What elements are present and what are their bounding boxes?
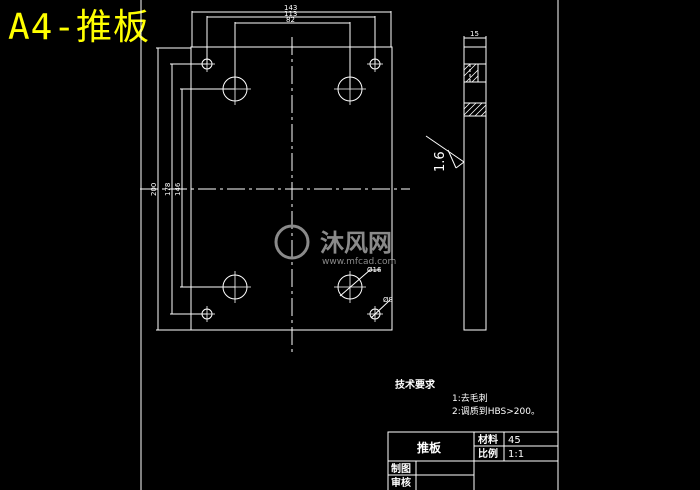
material-value: 45: [508, 435, 521, 446]
plate-front-view: [140, 11, 410, 352]
dim-left-middle: 178: [164, 183, 172, 196]
dim-left-outer: 200: [150, 183, 158, 196]
watermark-logo-icon: [274, 224, 310, 260]
roughness-symbol: [425, 135, 465, 163]
tech-requirement-item-2: 2:调质到HBS>200。: [452, 405, 540, 417]
part-name: 推板: [417, 440, 442, 455]
dim-top-middle: 113: [284, 10, 297, 18]
drawn-label: 制图: [391, 462, 411, 475]
dim-top-inner: 82: [286, 16, 295, 24]
drawing-title: A4-推板: [8, 7, 151, 48]
dim-side-thickness: 15: [470, 30, 479, 38]
tech-requirements-heading: 技术要求: [395, 378, 436, 391]
scale-value: 1:1: [508, 449, 524, 460]
checked-label: 审核: [391, 476, 411, 489]
material-label: 材料: [478, 433, 498, 446]
watermark: 沐风网 www.mfcad.com: [274, 224, 396, 267]
scale-label: 比例: [478, 447, 498, 460]
plate-side-view: [425, 36, 487, 331]
dim-hole-large: Ø16: [367, 266, 382, 274]
watermark-url: www.mfcad.com: [322, 257, 396, 267]
drawing-frame: [140, 0, 559, 490]
roughness-value: 1.6: [433, 151, 448, 172]
side-outline: [463, 46, 487, 331]
dim-left-inner: 146: [174, 182, 182, 196]
tech-requirement-item-1: 1:去毛刺: [452, 392, 488, 404]
title-block: [387, 431, 559, 490]
dim-top-outer: 143: [284, 4, 297, 12]
dim-hole-small: Ø8: [383, 296, 393, 304]
watermark-brand: 沐风网: [320, 229, 392, 257]
